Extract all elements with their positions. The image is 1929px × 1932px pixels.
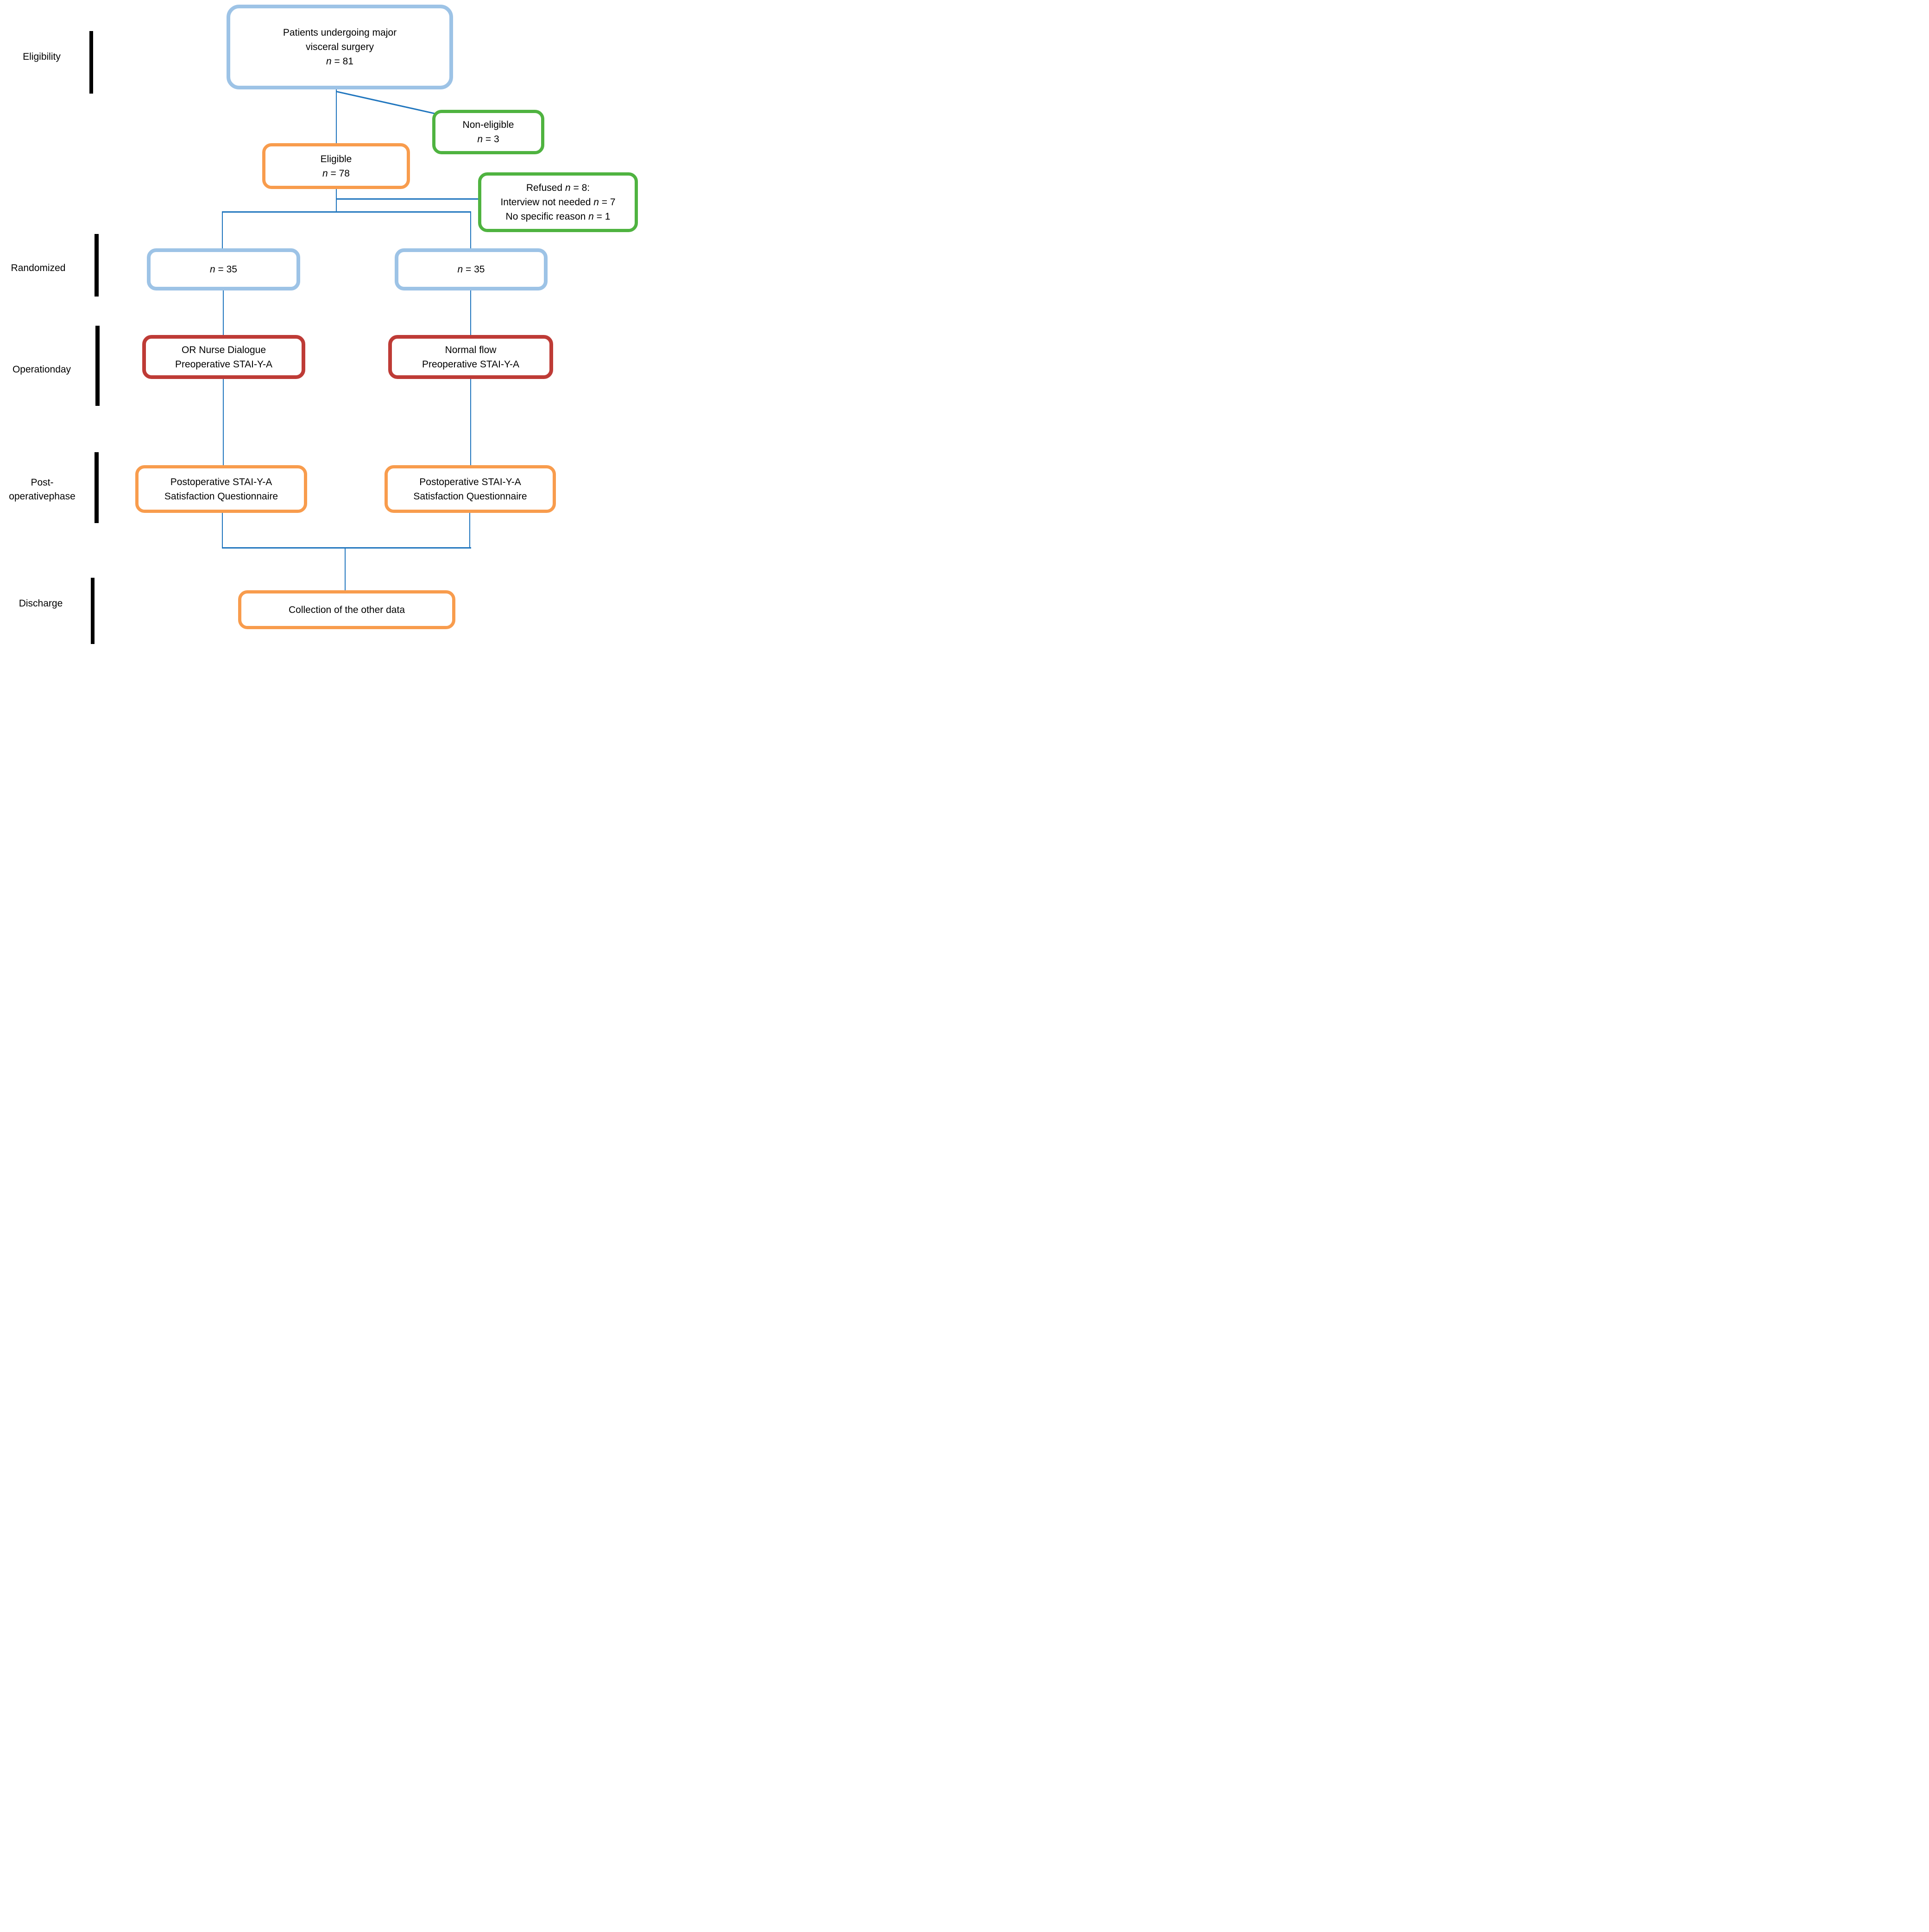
box-refused: Refused n = 8:Interview not needed n = 7… <box>478 172 638 232</box>
stage-label-operation-day: Operationday <box>12 364 71 375</box>
stage-label-eligibility: Eligibility <box>23 51 61 62</box>
connector-left-randomized-to-or-nurse <box>223 290 224 335</box>
stage-bar-eligibility <box>89 31 93 94</box>
connector-patients-to-non-eligible <box>336 91 436 115</box>
stage-label-postoperative-phase: Post-operativephase <box>9 477 76 502</box>
stage-label-discharge: Discharge <box>19 598 63 609</box>
connector-normal-flow-to-postop <box>470 379 471 465</box>
stage-bar-postoperative-phase <box>95 452 99 523</box>
connector-patients-to-eligible <box>336 89 337 143</box>
box-collection-of-other-data: Collection of the other data <box>238 590 455 629</box>
connector-drop-right-randomized <box>470 211 471 248</box>
stage-label-randomized: Randomized <box>11 263 66 273</box>
connector-merge-horizontal <box>222 547 471 549</box>
stage-bar-randomized <box>95 234 99 297</box>
connector-eligible-down <box>336 189 337 212</box>
connector-right-randomized-to-normal-flow <box>470 290 471 335</box>
connector-split-horizontal <box>222 211 471 213</box>
connector-branch-refused <box>336 198 478 200</box>
connector-postop-right-down <box>469 513 470 548</box>
flow-diagram: Eligibility Randomized Operationday Post… <box>0 0 643 644</box>
box-randomized-left: n = 35 <box>147 248 300 290</box>
connector-or-nurse-to-postop <box>223 379 224 465</box>
connector-drop-left-randomized <box>222 211 223 248</box>
stage-bar-operation-day <box>95 326 100 406</box>
stage-bar-discharge <box>91 578 95 644</box>
connector-postop-left-down <box>222 513 223 548</box>
connector-merge-to-collection <box>345 548 346 590</box>
box-randomized-right: n = 35 <box>395 248 548 290</box>
